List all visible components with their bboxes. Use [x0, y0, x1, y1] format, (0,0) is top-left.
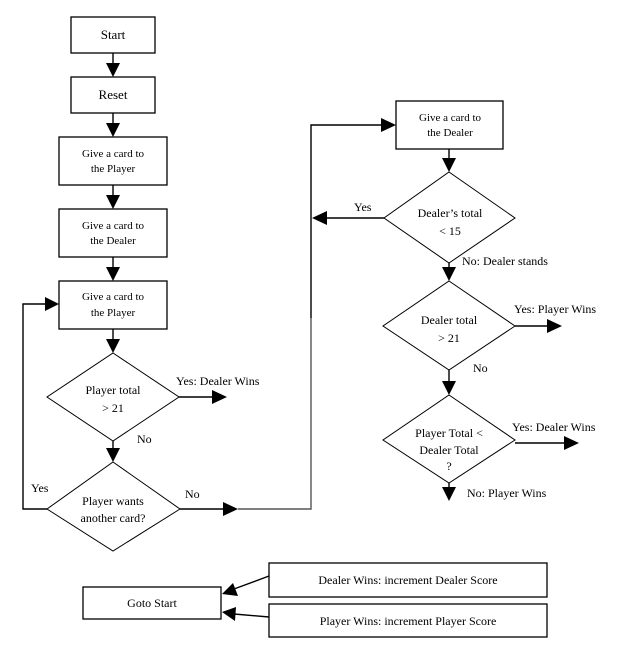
connector-player-wins-goto-start	[222, 607, 270, 621]
node-dealer-bust-check-line2: > 21	[438, 331, 460, 345]
node-give-dealer-2-line1: Give a card to	[419, 112, 481, 124]
node-player-hit-check-line1: Player wants	[82, 494, 144, 508]
node-give-dealer-2-line2: the Dealer	[427, 127, 473, 139]
edge-label-dealer-hit-no: No: Dealer stands	[462, 254, 548, 268]
node-give-player-1-line2: the Player	[91, 163, 136, 175]
node-reset-label: Reset	[99, 87, 128, 102]
edge-label-player-bust-yes: Yes: Dealer Wins	[176, 374, 260, 388]
edge-label-player-hit-no: No	[185, 487, 200, 501]
node-dealer-bust-check: Dealer total > 21	[382, 280, 516, 371]
connector-player-hit-yes-loop	[22, 297, 59, 510]
node-player-wins: Player Wins: increment Player Score	[268, 603, 548, 638]
connector-compare-no	[442, 483, 456, 501]
connector-bust-check-hit-check	[106, 441, 120, 462]
node-give-dealer-2: Give a card to the Dealer	[395, 100, 504, 150]
connector-compare-yes	[515, 436, 579, 450]
node-compare-check-line1: Player Total <	[415, 426, 483, 440]
node-give-player-2: Give a card to the Player	[58, 280, 168, 330]
node-player-hit-check-line2: another card?	[81, 511, 146, 525]
connector-give-dealer-give-player	[106, 257, 120, 281]
connector-dealer-wins-goto-start	[222, 575, 270, 596]
edge-label-compare-no: No: Player Wins	[467, 486, 547, 500]
node-goto-start-label: Goto Start	[127, 596, 177, 610]
connector-dealer-bust-no	[442, 370, 456, 395]
node-dealer-wins: Dealer Wins: increment Dealer Score	[268, 562, 548, 598]
node-player-bust-check-line2: > 21	[102, 401, 124, 415]
edge-label-dealer-hit-yes: Yes	[354, 200, 372, 214]
edge-label-dealer-bust-yes: Yes: Player Wins	[514, 302, 596, 316]
connector-player-hit-no	[180, 118, 396, 516]
node-dealer-hit-check: Dealer’s total < 15	[383, 171, 516, 264]
connector-dealer-hit-no	[442, 263, 456, 281]
connector-give-player-bust-check	[106, 329, 120, 353]
edge-label-compare-yes: Yes: Dealer Wins	[512, 420, 596, 434]
edge-label-player-hit-yes: Yes	[31, 481, 49, 495]
node-player-bust-check-line1: Player total	[86, 383, 142, 397]
edge-label-dealer-bust-no: No	[473, 361, 488, 375]
connector-give-player-give-dealer	[106, 185, 120, 209]
connector-dealer-hit-yes	[312, 211, 384, 225]
connector-dealer-bust-yes	[515, 319, 562, 333]
node-give-player-1-line1: Give a card to	[82, 148, 144, 160]
connector-reset-give-player	[106, 113, 120, 137]
connector-give-dealer-hit-check	[442, 149, 456, 172]
node-give-player-2-line1: Give a card to	[82, 291, 144, 303]
node-reset: Reset	[70, 76, 156, 114]
node-give-player-1: Give a card to the Player	[58, 136, 168, 186]
node-give-dealer-1-line1: Give a card to	[82, 220, 144, 232]
node-compare-check-line2: Dealer Total	[419, 443, 479, 457]
node-compare-check-line3: ?	[446, 459, 451, 473]
node-dealer-wins-label: Dealer Wins: increment Dealer Score	[318, 573, 497, 587]
node-give-dealer-1-line2: the Dealer	[90, 235, 136, 247]
node-start-label: Start	[101, 27, 126, 42]
node-dealer-hit-check-line1: Dealer’s total	[418, 206, 483, 220]
node-goto-start: Goto Start	[82, 586, 222, 620]
edge-label-player-bust-no: No	[137, 432, 152, 446]
node-give-dealer-1: Give a card to the Dealer	[58, 208, 168, 258]
node-dealer-bust-check-line1: Dealer total	[421, 313, 478, 327]
node-start: Start	[70, 16, 156, 54]
node-give-player-2-line2: the Player	[91, 307, 136, 319]
node-dealer-hit-check-line2: < 15	[439, 224, 461, 238]
node-player-hit-check: Player wants another card?	[46, 461, 181, 552]
connector-start-reset	[106, 53, 120, 77]
node-player-bust-check: Player total > 21	[46, 352, 180, 442]
node-player-wins-label: Player Wins: increment Player Score	[320, 614, 497, 628]
node-compare-check: Player Total < Dealer Total ?	[382, 394, 516, 484]
connector-player-bust-yes	[179, 390, 227, 404]
